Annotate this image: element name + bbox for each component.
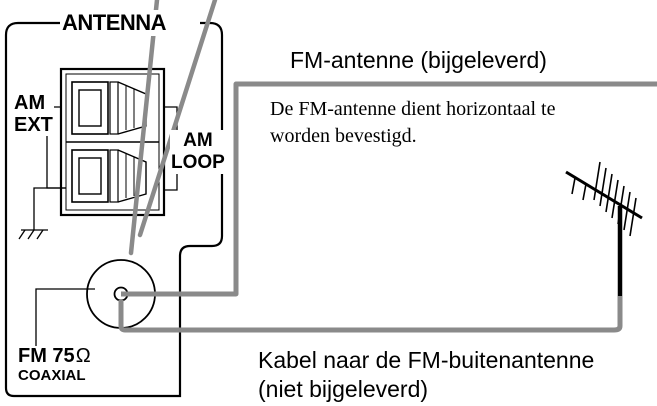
antenna-heading: ANTENNA xyxy=(60,10,169,36)
fm-75-label: FM 75 xyxy=(18,345,75,367)
fm-antenna-lead xyxy=(121,81,657,297)
coaxial-label: COAXIAL xyxy=(18,367,86,384)
am-loop-label: AM LOOP xyxy=(170,130,226,174)
fm-label-bracket xyxy=(35,288,95,346)
fm-coaxial-label: FM 75Ω COAXIAL xyxy=(18,346,91,386)
fm-antenna-note-line2: worden bevestigd. xyxy=(270,125,417,147)
antenna-label: ANTENNA xyxy=(62,10,167,35)
ohm-symbol: Ω xyxy=(75,345,91,367)
outdoor-cable-line2: (niet bijgeleverd) xyxy=(258,376,429,402)
fm-antenna-title: FM-antenne (bijgeleverd) xyxy=(290,47,547,73)
outdoor-cable-line1: Kabel naar de FM-buitenantenne xyxy=(258,347,595,373)
panel-outline xyxy=(4,21,224,398)
outdoor-antenna-icon xyxy=(565,161,643,296)
ground-symbol xyxy=(18,229,48,240)
outdoor-cable-caption: Kabel naar de FM-buitenantenne (niet bij… xyxy=(258,346,594,404)
am-loop-line1: AM xyxy=(183,130,213,151)
am-ext-label: AM EXT xyxy=(14,92,54,136)
fm-antenna-note-line1: De FM-antenne dient horizontaal te xyxy=(270,98,556,120)
am-ext-line2: EXT xyxy=(14,114,53,136)
am-loop-wires xyxy=(128,0,218,256)
outdoor-antenna-cable xyxy=(118,296,623,333)
am-loop-line2: LOOP xyxy=(171,152,225,173)
ground-lead xyxy=(33,187,66,230)
am-ext-line1: AM xyxy=(14,92,46,114)
fm-antenna-note: De FM-antenne dient horizontaal te worde… xyxy=(270,96,555,150)
